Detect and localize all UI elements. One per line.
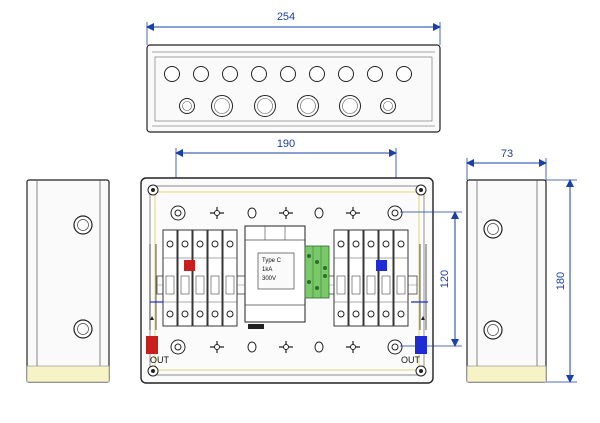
knockout-large — [380, 98, 396, 114]
red-indicator — [184, 260, 195, 271]
bottom-fixings — [210, 341, 360, 353]
knockout-small — [251, 66, 267, 82]
blue-output-terminal — [415, 336, 427, 354]
yellow-outline — [154, 191, 420, 371]
knockout-small — [164, 66, 180, 82]
output-label-left: OUT — [150, 355, 170, 365]
right-side-enclosure — [466, 179, 547, 383]
output-label-right: OUT — [401, 355, 421, 365]
mounting-holes — [170, 205, 403, 355]
knockout-small — [280, 66, 296, 82]
spd-type-label: Type C — [262, 258, 282, 264]
left-side-enclosure — [26, 179, 110, 383]
spd-current-label: 1kA — [262, 267, 272, 273]
corner-screws — [147, 184, 427, 377]
right-breaker-group — [333, 229, 409, 327]
knockout-small — [193, 66, 209, 82]
knockout-large — [179, 98, 195, 114]
top-view: 254 — [146, 11, 441, 133]
surge-protection-device: Type C 1kA 300V — [244, 225, 306, 329]
left-side-gland-bottom — [73, 319, 93, 339]
left-side-view — [26, 179, 110, 383]
knockout-small — [396, 66, 412, 82]
knockout-small — [222, 66, 238, 82]
knockout-small — [367, 66, 383, 82]
red-output-terminal — [146, 336, 158, 354]
front-width-dim-label: 190 — [277, 138, 295, 150]
inner-height-dim-label: 120 — [439, 270, 451, 288]
right-side-gland-bottom — [483, 320, 503, 340]
top-width-dim-label: 254 — [277, 11, 295, 23]
input-cables — [149, 244, 428, 330]
knockout-small — [309, 66, 325, 82]
left-side-gland-top — [73, 215, 93, 235]
green-terminal-block — [304, 245, 330, 299]
top-knockouts-large — [179, 95, 396, 117]
left-breaker-group — [162, 229, 238, 327]
right-side-gland-top — [483, 219, 503, 239]
top-enclosure — [146, 44, 441, 133]
total-height-dim-label: 180 — [555, 272, 567, 290]
right-side-view: 73 180 — [466, 148, 577, 383]
knockout-small — [338, 66, 354, 82]
top-knockouts-small — [164, 66, 412, 82]
front-view: 190 — [140, 138, 462, 384]
top-fixings — [210, 207, 360, 219]
spd-voltage-label: 300V — [262, 276, 276, 282]
side-depth-dim-label: 73 — [501, 148, 513, 160]
blue-indicator — [376, 260, 387, 271]
